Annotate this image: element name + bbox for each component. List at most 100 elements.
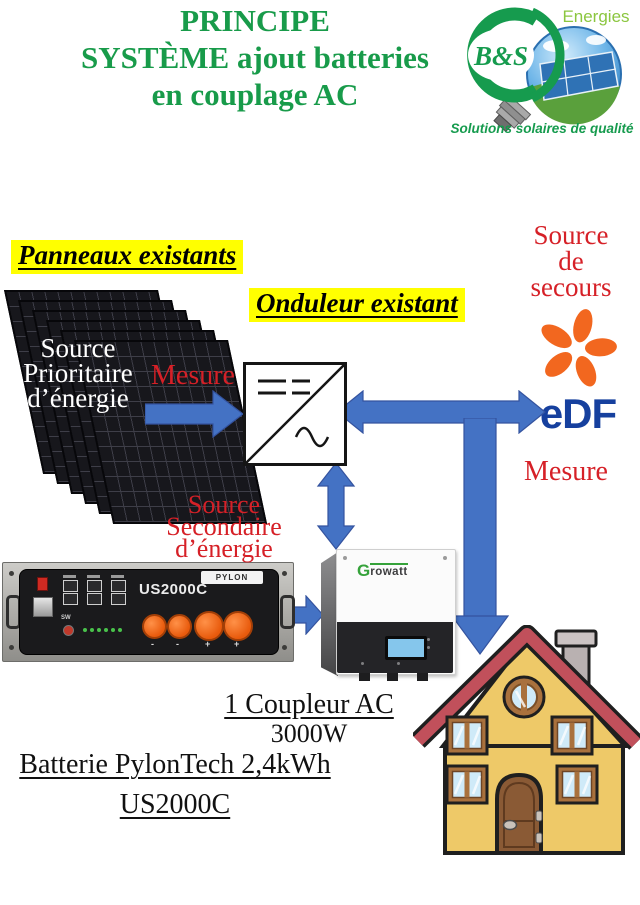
edf-logo-text: eDF (539, 390, 617, 437)
battery-port-label (87, 575, 100, 578)
edf-flame-icon (541, 309, 617, 387)
house-window (445, 764, 489, 805)
label-source-prioritaire-line1: Source (40, 333, 116, 363)
battery-sw-label: SW (61, 615, 71, 621)
house-door-handle (502, 819, 518, 831)
label-source-prioritaire: Source Prioritaire d’énergie (4, 333, 152, 413)
label-source-prioritaire-line3: d’énergie (27, 383, 129, 413)
house-door (495, 772, 543, 855)
bs-badge: B&S (467, 7, 565, 103)
title-line-2: SYSTÈME ajout batteries (81, 40, 429, 75)
house-window (550, 715, 594, 756)
label-coupleur-ac-line1: 1 Coupleur AC (224, 689, 394, 720)
growatt-logo-g: G (357, 561, 371, 580)
battery-led (104, 628, 108, 632)
battery-polarity: - (151, 639, 154, 649)
company-logo: B&S Energies Solutions solaires de quali… (444, 2, 640, 138)
battery-led (83, 628, 87, 632)
battery-screw (282, 571, 287, 576)
battery-sw-button (63, 625, 74, 636)
battery-model-text: US2000C (139, 581, 208, 598)
growatt-logo-rest: rowatt (370, 563, 408, 578)
title-line-1: PRINCIPE (180, 3, 330, 38)
battery-brand-badge: PYLON (201, 571, 263, 584)
battery-ethernet-port (87, 580, 102, 592)
inverter-symbol-graphic (245, 364, 345, 464)
arrow-grid-to-house (451, 418, 509, 656)
house-door-hinge (535, 810, 543, 822)
label-mesure-left: Mesure (151, 360, 235, 391)
label-source-secours-line2: de (558, 246, 584, 276)
growatt-connector (359, 673, 370, 681)
bulb-globe (526, 26, 622, 125)
company-logo-graphic: B&S Energies Solutions solaires de quali… (450, 7, 634, 136)
label-onduleur-existant: Onduleur existant (249, 288, 465, 322)
battery-led (90, 628, 94, 632)
label-batterie-pylontech: Batterie PylonTech 2,4kWh US2000C (8, 750, 342, 820)
title-line-3: en couplage AC (151, 77, 359, 112)
battery-port-label (111, 575, 124, 578)
growatt-led (361, 662, 364, 665)
battery-ethernet-port (63, 593, 78, 605)
logo-slogan: Solutions solaires de qualité (450, 121, 634, 136)
battery-led (118, 628, 122, 632)
arrow-inverter-edf (336, 390, 546, 434)
battery-terminal (167, 614, 192, 639)
battery-polarity: + (205, 639, 211, 649)
battery-port-label (63, 575, 76, 578)
growatt-front-panel: Growatt (336, 549, 456, 675)
battery-ethernet-port (63, 580, 78, 592)
logo-brand-text: Energies (562, 7, 629, 26)
battery-power-switch (33, 597, 53, 617)
battery-polarity: - (176, 639, 179, 649)
house-door-hinge (535, 832, 543, 844)
label-batterie-line1: Batterie PylonTech 2,4kWh (19, 749, 331, 780)
growatt-connector (387, 673, 398, 681)
house-chimney-cap (554, 629, 598, 648)
growatt-led (397, 662, 400, 665)
battery-breaker (37, 577, 48, 591)
battery-led (97, 628, 101, 632)
label-source-secours-line3: secours (530, 272, 612, 302)
label-source-secours-line1: Source (533, 220, 609, 250)
growatt-logo: Growatt (357, 561, 408, 581)
house-window (555, 764, 599, 805)
growatt-button (427, 646, 430, 649)
label-panneaux-existants: Panneaux existants (11, 240, 244, 274)
battery-ethernet-port (111, 580, 126, 592)
label-source-secondaire: Source Secondaire d’énergie (148, 490, 300, 562)
label-source-secondaire-line2: Secondaire (166, 512, 282, 541)
growatt-inverter-image: Growatt (321, 549, 457, 683)
battery-image: SW US2000C PYLON - - + + (2, 562, 295, 662)
label-coupleur-ac-power: 3000W (270, 719, 348, 748)
growatt-button (427, 638, 430, 641)
house-window (445, 715, 489, 756)
label-source-prioritaire-line2: Prioritaire (23, 358, 133, 388)
battery-terminal (194, 611, 224, 641)
house-round-window (502, 675, 546, 719)
battery-screw (9, 645, 14, 650)
growatt-lcd-screen (385, 636, 427, 660)
battery-handle (280, 595, 295, 629)
battery-screw (282, 645, 287, 650)
house-image (413, 625, 640, 855)
growatt-display-band (337, 622, 453, 673)
label-batterie-model: US2000C (119, 789, 231, 820)
battery-screw (9, 571, 14, 576)
label-coupleur-ac: 1 Coupleur AC 3000W (213, 690, 405, 748)
arrow-panels-to-inverter (145, 390, 244, 438)
battery-polarity: + (234, 639, 240, 649)
battery-led (111, 628, 115, 632)
battery-terminal (223, 611, 253, 641)
battery-ethernet-port (87, 593, 102, 605)
label-source-secours: Source de secours (512, 220, 630, 302)
growatt-side-panel (321, 552, 338, 676)
battery-terminal (142, 614, 167, 639)
growatt-connector (417, 673, 428, 681)
arrow-inverter-growatt (316, 462, 356, 550)
page-title: PRINCIPE SYSTÈME ajout batteries en coup… (30, 2, 480, 113)
inverter-symbol (243, 362, 347, 466)
label-source-secondaire-line1: Source (187, 490, 261, 519)
growatt-screw (443, 556, 447, 560)
